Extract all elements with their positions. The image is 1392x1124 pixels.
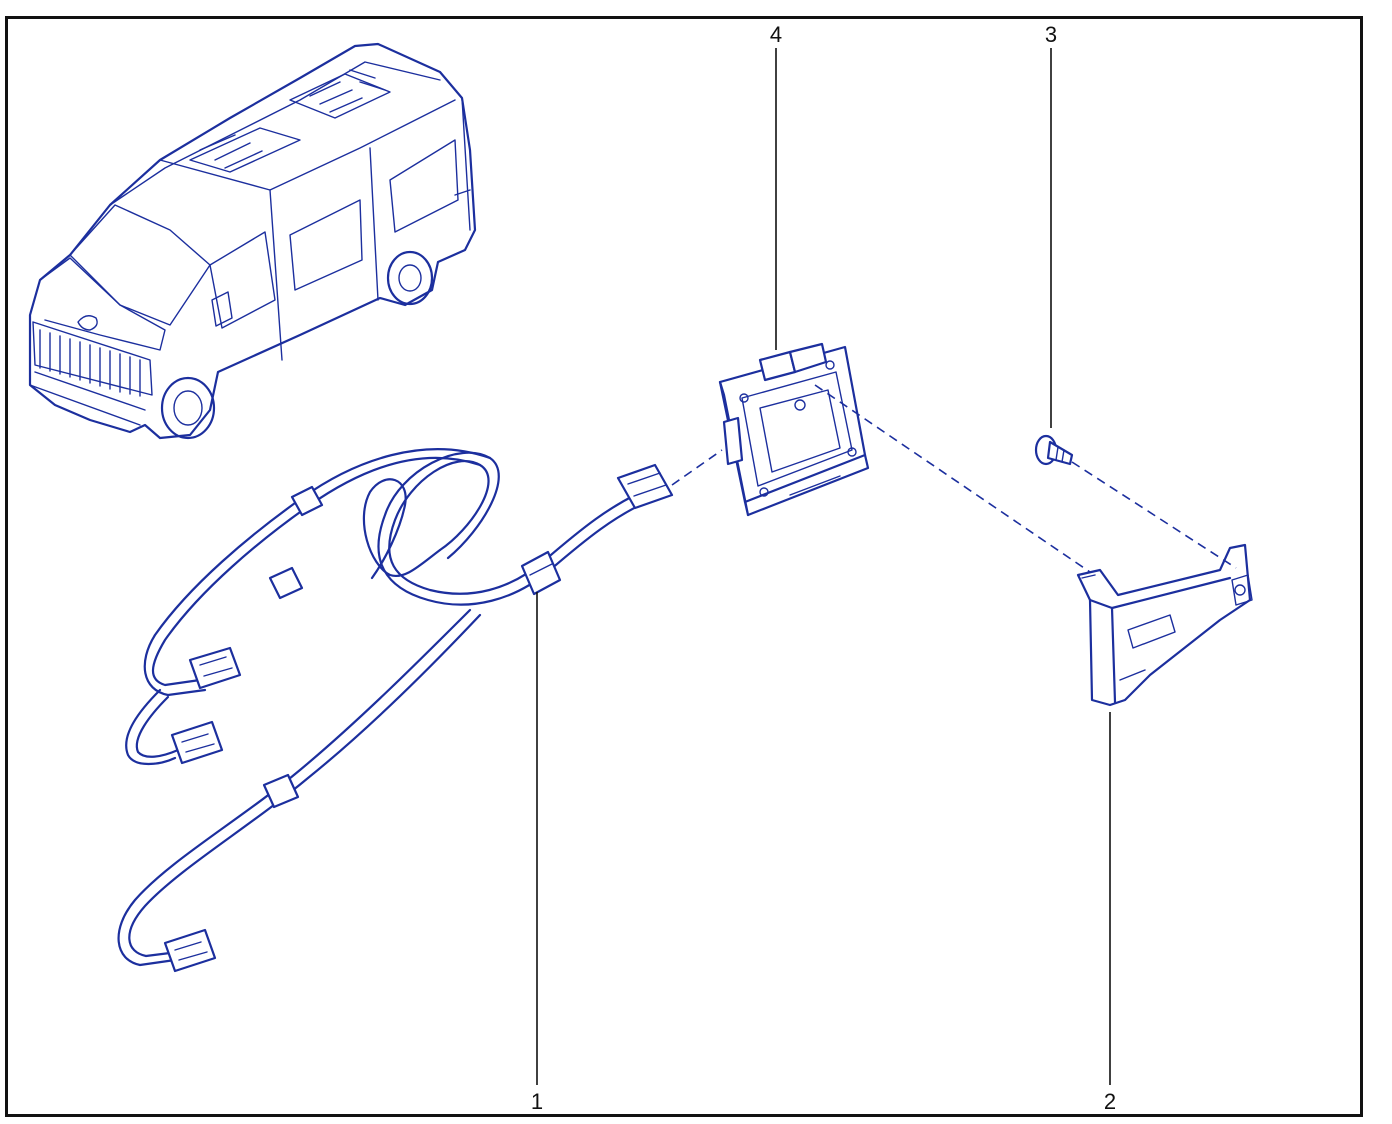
van-illustration: [28, 42, 477, 440]
leader-lines: [536, 48, 1111, 1085]
part-3-screw: [1034, 434, 1074, 466]
part-2-bracket: [1076, 543, 1253, 707]
part-4-control-module: [718, 342, 870, 517]
part-1-wiring-harness: [117, 448, 674, 973]
callout-3: 3: [1044, 22, 1058, 47]
callout-4: 4: [769, 22, 783, 47]
assembly-dashed-lines: [671, 384, 1237, 573]
callout-2: 2: [1103, 1089, 1117, 1114]
callout-1: 1: [530, 1089, 544, 1114]
